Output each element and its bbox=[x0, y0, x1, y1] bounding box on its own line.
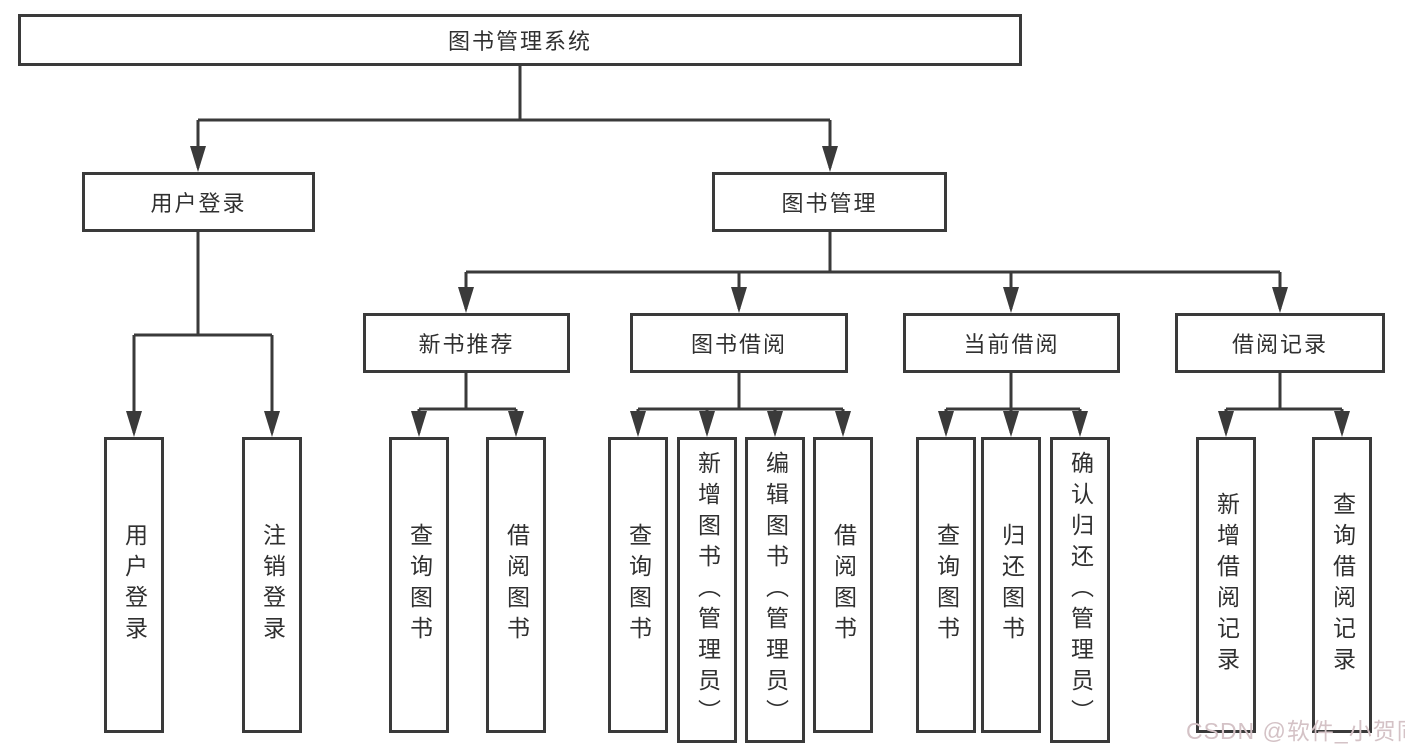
arrow-icon bbox=[1003, 411, 1019, 437]
arrow-icon bbox=[411, 411, 427, 437]
node-leaf-cb-query-label: 查询图书 bbox=[933, 523, 960, 647]
node-leaf-user-login: 用户登录 bbox=[104, 437, 164, 733]
arrow-icon bbox=[264, 411, 280, 437]
node-borrow-records-label: 借阅记录 bbox=[1231, 332, 1328, 357]
arrow-icon bbox=[835, 411, 851, 437]
arrow-icon bbox=[1218, 411, 1234, 437]
arrow-icon bbox=[731, 287, 747, 313]
node-leaf-bb-edit-label: 编辑图书（管理员） bbox=[762, 450, 789, 730]
arrow-icon bbox=[699, 411, 715, 437]
node-leaf-nb-query: 查询图书 bbox=[389, 437, 449, 733]
node-leaf-cb-confirm-label: 确认归还（管理员） bbox=[1067, 450, 1094, 730]
node-new-book-rec-label: 新书推荐 bbox=[418, 332, 515, 357]
wire-book-borrow bbox=[636, 373, 845, 433]
node-leaf-br-add-label: 新增借阅记录 bbox=[1213, 492, 1240, 678]
arrow-icon bbox=[190, 146, 206, 172]
node-leaf-br-query-label: 查询借阅记录 bbox=[1329, 492, 1356, 678]
node-leaf-nb-query-label: 查询图书 bbox=[406, 523, 433, 647]
arrowheads bbox=[126, 146, 1350, 437]
wire-borrow-records bbox=[1224, 373, 1344, 433]
node-book-borrow: 图书借阅 bbox=[630, 313, 848, 373]
node-leaf-cb-return: 归还图书 bbox=[981, 437, 1041, 733]
node-leaf-cb-return-label: 归还图书 bbox=[998, 523, 1025, 647]
node-user-login: 用户登录 bbox=[82, 172, 315, 232]
node-leaf-bb-query-label: 查询图书 bbox=[625, 523, 652, 647]
node-leaf-br-add: 新增借阅记录 bbox=[1196, 437, 1256, 733]
arrow-icon bbox=[126, 411, 142, 437]
node-leaf-bb-query: 查询图书 bbox=[608, 437, 668, 733]
node-leaf-bb-borrow: 借阅图书 bbox=[813, 437, 873, 733]
node-leaf-logout: 注销登录 bbox=[242, 437, 302, 733]
arrow-icon bbox=[630, 411, 646, 437]
node-book-mgmt-label: 图书管理 bbox=[781, 191, 878, 216]
arrow-icon bbox=[1072, 411, 1088, 437]
node-leaf-user-login-label: 用户登录 bbox=[121, 523, 148, 647]
arrow-icon bbox=[458, 287, 474, 313]
node-leaf-bb-edit: 编辑图书（管理员） bbox=[745, 437, 805, 743]
arrow-icon bbox=[1003, 287, 1019, 313]
node-leaf-bb-add-label: 新增图书（管理员） bbox=[694, 450, 721, 730]
node-borrow-records: 借阅记录 bbox=[1175, 313, 1385, 373]
node-leaf-nb-borrow: 借阅图书 bbox=[486, 437, 546, 733]
arrow-icon bbox=[938, 411, 954, 437]
watermark: CSDN @软件_小贺同学 bbox=[1186, 718, 1405, 744]
node-root: 图书管理系统 bbox=[18, 14, 1022, 66]
node-leaf-cb-query: 查询图书 bbox=[916, 437, 976, 733]
node-current-borrow: 当前借阅 bbox=[903, 313, 1120, 373]
node-leaf-bb-borrow-label: 借阅图书 bbox=[830, 523, 857, 647]
node-user-login-label: 用户登录 bbox=[150, 191, 247, 216]
wire-new-book-rec bbox=[417, 373, 518, 433]
node-leaf-cb-confirm: 确认归还（管理员） bbox=[1050, 437, 1110, 743]
node-leaf-bb-add: 新增图书（管理员） bbox=[677, 437, 737, 743]
wire-user-login bbox=[132, 232, 274, 433]
node-leaf-nb-borrow-label: 借阅图书 bbox=[503, 523, 530, 647]
node-current-borrow-label: 当前借阅 bbox=[963, 332, 1060, 357]
arrow-icon bbox=[822, 146, 838, 172]
arrow-icon bbox=[1272, 287, 1288, 313]
node-book-borrow-label: 图书借阅 bbox=[690, 332, 787, 357]
wire-root bbox=[196, 66, 832, 168]
arrow-icon bbox=[508, 411, 524, 437]
node-root-label: 图书管理系统 bbox=[447, 29, 592, 54]
node-book-mgmt: 图书管理 bbox=[712, 172, 947, 232]
node-new-book-rec: 新书推荐 bbox=[363, 313, 570, 373]
arrow-icon bbox=[767, 411, 783, 437]
wire-book-mgmt bbox=[464, 232, 1282, 309]
node-leaf-logout-label: 注销登录 bbox=[259, 523, 286, 647]
arrow-icon bbox=[1334, 411, 1350, 437]
node-leaf-br-query: 查询借阅记录 bbox=[1312, 437, 1372, 733]
